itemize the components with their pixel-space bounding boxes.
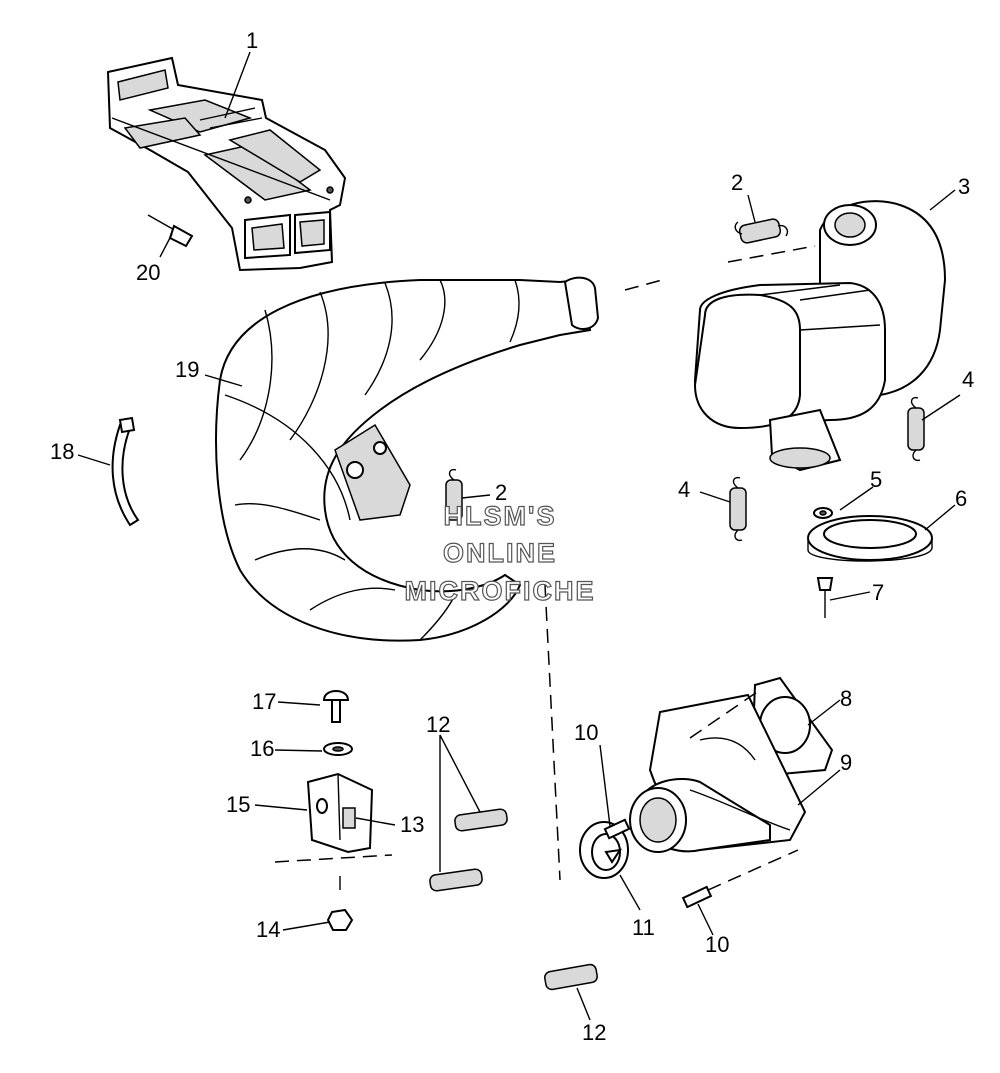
- callout-14: 14: [256, 917, 280, 942]
- part-3-muffler: [693, 200, 947, 472]
- leader-lines: [77, 51, 961, 1021]
- part-14-nut: [326, 908, 354, 931]
- part-4-spring-right: [907, 396, 925, 462]
- callout-8: 8: [840, 686, 852, 711]
- part-1-mounting-bracket: [106, 56, 347, 272]
- part-6-grommet: [807, 515, 933, 562]
- callout-12-upper: 12: [426, 712, 450, 737]
- part-2-spring-center: [445, 468, 463, 521]
- callout-20: 20: [136, 260, 160, 285]
- watermark-line-2: ONLINE: [443, 538, 557, 568]
- part-7-rivet: [816, 577, 834, 618]
- callout-5: 5: [870, 467, 882, 492]
- part-5-washer: [813, 507, 833, 519]
- part-12-spring-middle: [429, 868, 483, 892]
- watermark-line-1: HLSM'S: [444, 501, 557, 531]
- part-2-spring-upper: [734, 218, 789, 244]
- part-15-mount-bracket: [306, 772, 374, 854]
- part-18-strap: [111, 416, 140, 527]
- callout-12-lower: 12: [582, 1020, 606, 1045]
- part-9-exhaust-manifold: [629, 693, 807, 853]
- callout-6: 6: [955, 486, 967, 511]
- callout-19: 19: [175, 357, 199, 382]
- callout-16: 16: [250, 736, 274, 761]
- part-17-bolt: [322, 690, 350, 723]
- callout-15: 15: [226, 792, 250, 817]
- assembly-lines: [274, 245, 816, 891]
- part-10-bolt-lower: [681, 885, 713, 909]
- callout-18: 18: [50, 439, 74, 464]
- part-16-washer: [323, 742, 353, 756]
- callout-17: 17: [252, 689, 276, 714]
- callout-13: 13: [400, 812, 424, 837]
- part-12-spring-upper: [454, 808, 508, 832]
- callout-9: 9: [840, 750, 852, 775]
- part-4-spring-middle: [729, 476, 747, 542]
- watermark: HLSM'S ONLINE MICROFICHE: [404, 500, 596, 606]
- part-19-exhaust-pipe: [215, 276, 600, 642]
- callout-1: 1: [246, 28, 258, 53]
- part-12-spring-lower: [544, 963, 598, 991]
- part-10-bolt-upper: [603, 818, 631, 864]
- watermark-line-3: MICROFICHE: [405, 576, 596, 606]
- callout-11: 11: [632, 915, 655, 940]
- callout-4-middle: 4: [678, 477, 690, 502]
- callout-2-upper: 2: [731, 170, 743, 195]
- part-20-rivet: [147, 214, 194, 248]
- callout-labels: 1 2 3 20 19 4 18 2 4 5 6 7 8 17 12 10 16…: [50, 28, 974, 1045]
- callout-10-upper: 10: [574, 720, 598, 745]
- callout-7: 7: [872, 580, 884, 605]
- callout-3: 3: [958, 174, 970, 199]
- callout-10-lower: 10: [705, 932, 729, 957]
- callout-4-right: 4: [962, 367, 974, 392]
- callout-2-center: 2: [495, 480, 507, 505]
